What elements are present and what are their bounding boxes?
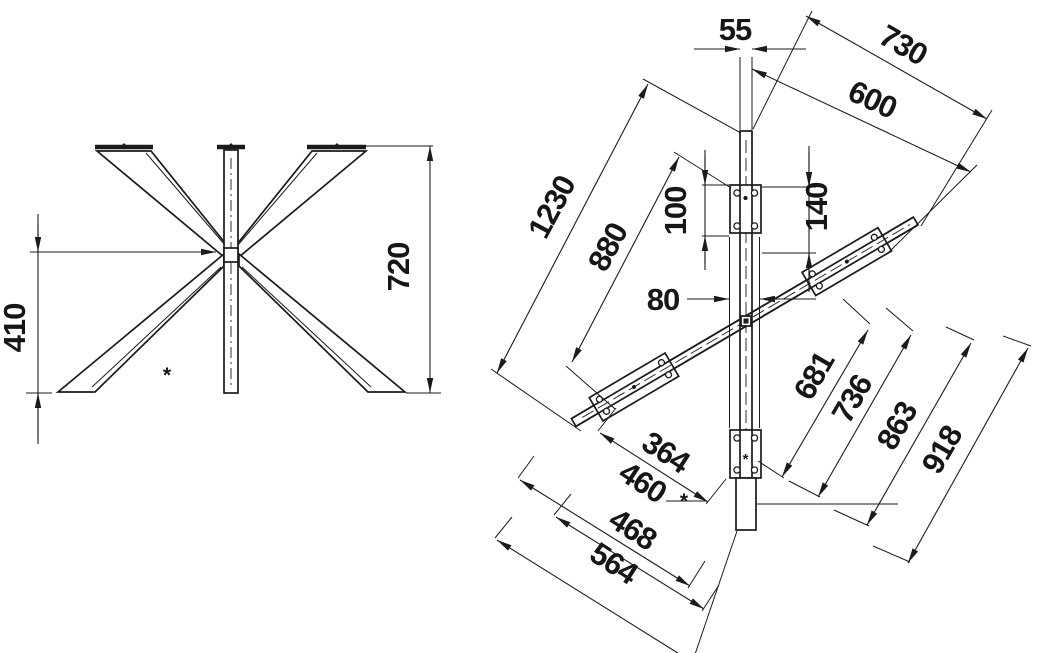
- dim-1230-connector: [642, 78, 742, 134]
- screw-hole: [602, 407, 611, 415]
- fan-connector: [494, 516, 513, 539]
- dim-364-line: [599, 432, 709, 503]
- dim-600-connector: [886, 164, 978, 255]
- screw-hole: [750, 222, 759, 230]
- leg-upper-right: [232, 150, 369, 259]
- dim-460-footnote-asterisk: *: [680, 490, 689, 513]
- dim-880-label: 880: [581, 217, 635, 276]
- fan-connector: [842, 298, 871, 325]
- dim-918-line: [907, 347, 1029, 564]
- plate-center-mark: [743, 195, 748, 201]
- plate-mark: [333, 143, 341, 150]
- front-view: 410 720 *: [0, 143, 441, 444]
- vertical-foot: [735, 477, 757, 531]
- plate-center-mark: [844, 259, 849, 264]
- fan-connector: [694, 530, 738, 653]
- dim-564-line: [496, 539, 697, 653]
- dim-880-line: [571, 156, 680, 363]
- dim-55-label: 55: [719, 12, 752, 47]
- dim-140-label: 140: [799, 183, 834, 232]
- top-view: * 55 730 600 1230 880: [490, 10, 1032, 653]
- leg-lower-right: [238, 252, 408, 393]
- leg-fold-line: [241, 266, 372, 388]
- dim-880-connector: [565, 365, 616, 410]
- fan-connector: [833, 509, 870, 527]
- fan-connector: [945, 326, 975, 341]
- fan-connector: [705, 478, 727, 505]
- plate-mark: [227, 143, 235, 150]
- dim-1230-label: 1230: [521, 170, 582, 244]
- cross-node: [223, 247, 239, 263]
- dim-600-line: [751, 68, 972, 173]
- dim-730-connector: [752, 10, 813, 130]
- screw-hole: [733, 434, 741, 442]
- screw-hole: [750, 189, 759, 197]
- screw-hole: [808, 270, 816, 278]
- fan-connector: [885, 307, 914, 332]
- leg-fold-line: [237, 152, 318, 246]
- dim-730-label: 730: [873, 18, 933, 73]
- leg-fold-line: [145, 152, 226, 246]
- screw-hole: [870, 233, 878, 241]
- footnote-asterisk: *: [163, 364, 172, 387]
- dim-720-label: 720: [381, 243, 416, 292]
- dim-80-label: 80: [647, 282, 679, 317]
- screw-hole: [750, 466, 759, 474]
- dim-1230-connector: [490, 368, 582, 432]
- dim-1230-line: [496, 83, 649, 374]
- screw-hole: [664, 371, 673, 379]
- screw-hole: [815, 282, 823, 290]
- plate-mark: [120, 143, 128, 150]
- screw-hole: [733, 189, 741, 197]
- fan-connector: [553, 493, 572, 516]
- plate-footnote-asterisk: *: [743, 451, 749, 468]
- screw-hole: [733, 466, 741, 474]
- screw-hole: [733, 222, 741, 230]
- fan-connector: [757, 460, 785, 479]
- fan-connector: [701, 584, 720, 612]
- leg-lower-left: [55, 252, 225, 393]
- fan-connector: [872, 545, 911, 563]
- dim-880-connector: [673, 151, 732, 189]
- fan-connector: [788, 480, 821, 498]
- fan-connector: [597, 407, 617, 432]
- leg-upper-left: [94, 150, 231, 259]
- dim-730-connector: [920, 109, 993, 227]
- fan-connector: [687, 560, 706, 589]
- plate-center-mark: [631, 384, 636, 389]
- leg-fold-line: [91, 266, 222, 388]
- vertical-member: *: [729, 130, 762, 531]
- dim-863-label: 863: [870, 395, 925, 455]
- dim-410-label: 410: [0, 304, 32, 353]
- dim-100-label: 100: [658, 187, 693, 236]
- screw-hole: [750, 434, 759, 442]
- screw-hole: [877, 245, 886, 254]
- fan-connector: [517, 455, 535, 479]
- fan-connector: [1002, 335, 1032, 347]
- cross-node-mark: [743, 318, 749, 324]
- dim-600-label: 600: [843, 73, 902, 125]
